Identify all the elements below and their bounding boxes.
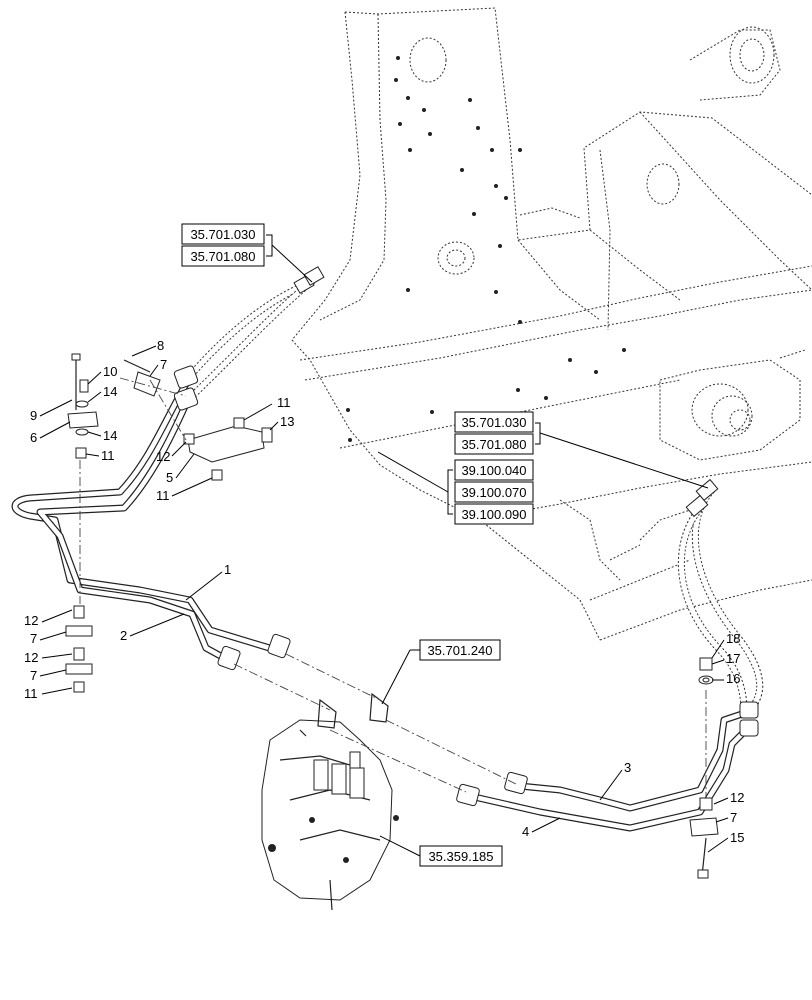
callout-10: 10 bbox=[103, 364, 117, 379]
callout-11: 11 bbox=[277, 395, 291, 410]
left-mount-hardware bbox=[65, 353, 273, 693]
callout-12: 12 bbox=[24, 613, 38, 628]
callout-1: 1 bbox=[224, 562, 231, 577]
callout-12: 12 bbox=[24, 650, 38, 665]
callout-6: 6 bbox=[30, 430, 37, 445]
pipe-3-4-assembly bbox=[456, 701, 759, 832]
loader-frame bbox=[291, 7, 812, 641]
right-mount-hardware bbox=[689, 657, 719, 879]
ref-35-701-030-b: 35.701.030 bbox=[461, 415, 526, 430]
callout-5: 5 bbox=[166, 470, 173, 485]
callout-7: 7 bbox=[730, 810, 737, 825]
ref-35-359-185: 35.359.185 bbox=[428, 849, 493, 864]
right-hoses bbox=[677, 478, 764, 731]
callout-11: 11 bbox=[156, 488, 170, 503]
upper-left-hoses bbox=[187, 275, 319, 401]
pipe-1-2-assembly bbox=[11, 365, 291, 671]
ref-group-right-b: 39.100.040 39.100.070 39.100.090 bbox=[377, 451, 534, 525]
ref-group-upper-left: 35.701.030 35.701.080 bbox=[181, 223, 313, 283]
ref-35-701-080-b: 35.701.080 bbox=[461, 437, 526, 452]
callout-16: 16 bbox=[726, 671, 740, 686]
callout-12: 12 bbox=[730, 790, 744, 805]
ref-group-right-a: 35.701.030 35.701.080 bbox=[454, 411, 709, 489]
callout-7: 7 bbox=[30, 631, 37, 646]
hose-fittings-upper bbox=[293, 266, 325, 294]
callout-12: 12 bbox=[156, 449, 170, 464]
callout-7: 7 bbox=[30, 668, 37, 683]
ref-39-100-090: 39.100.090 bbox=[461, 507, 526, 522]
callout-3: 3 bbox=[624, 760, 631, 775]
callout-14: 14 bbox=[103, 428, 117, 443]
ref-35-701-030-a: 35.701.030 bbox=[190, 227, 255, 242]
assembly-centerlines bbox=[119, 377, 517, 793]
callout-15: 15 bbox=[730, 830, 744, 845]
callout-14: 14 bbox=[103, 384, 117, 399]
callout-11: 11 bbox=[24, 686, 38, 701]
callout-9: 9 bbox=[30, 408, 37, 423]
ref-35-701-240: 35.701.240 bbox=[427, 643, 492, 658]
callout-11: 11 bbox=[101, 448, 115, 463]
ref-valve: 35.359.185 bbox=[379, 835, 503, 867]
callouts: 8 7 10 9 14 6 14 11 11 13 12 5 11 1 2 12… bbox=[24, 338, 744, 853]
callout-17: 17 bbox=[726, 651, 740, 666]
callout-8: 8 bbox=[157, 338, 164, 353]
callout-13: 13 bbox=[280, 414, 294, 429]
callout-2: 2 bbox=[120, 628, 127, 643]
callout-4: 4 bbox=[522, 824, 529, 839]
control-valve bbox=[261, 692, 399, 911]
callout-7: 7 bbox=[160, 357, 167, 372]
ref-valve-link: 35.701.240 bbox=[381, 639, 501, 705]
callout-18: 18 bbox=[726, 631, 740, 646]
ref-39-100-040: 39.100.040 bbox=[461, 463, 526, 478]
ref-35-701-080-a: 35.701.080 bbox=[190, 249, 255, 264]
ref-39-100-070: 39.100.070 bbox=[461, 485, 526, 500]
